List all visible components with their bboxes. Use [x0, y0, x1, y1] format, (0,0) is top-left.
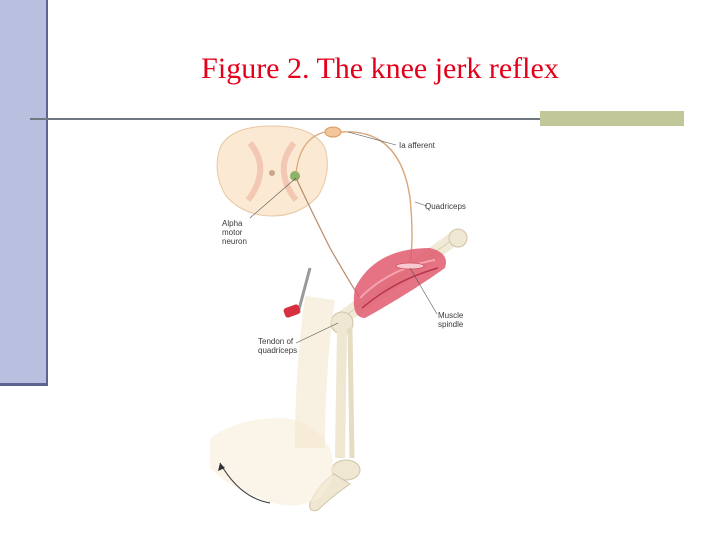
- ia-afferent-fiber: [340, 131, 413, 264]
- label-ia-afferent: Ia afferent: [399, 141, 436, 150]
- label-alpha-motor-neuron-3: neuron: [222, 237, 247, 246]
- swing-arrow: [219, 462, 271, 504]
- sidebar-decoration: [0, 0, 46, 383]
- reflex-hammer: [283, 267, 312, 318]
- label-alpha-motor-neuron-1: Alpha: [222, 219, 243, 228]
- alpha-neuron-cell-body: [290, 171, 300, 181]
- label-quadriceps: Quadriceps: [425, 202, 466, 211]
- label-muscle-spindle-2: spindle: [438, 320, 464, 329]
- dorsal-root-ganglion: [324, 126, 342, 138]
- label-tendon-1: Tendon of: [258, 337, 294, 346]
- sidebar-edge: [46, 0, 48, 386]
- spinal-cord-section: [216, 125, 328, 217]
- divider-accent-box: [540, 111, 684, 126]
- label-alpha-motor-neuron-2: motor: [222, 228, 243, 237]
- slide-title: Figure 2. The knee jerk reflex: [201, 52, 559, 85]
- label-tendon-2: quadriceps: [258, 346, 297, 355]
- efferent-fiber: [295, 177, 361, 299]
- sidebar-bottom-edge: [0, 383, 48, 386]
- knee-jerk-reflex-diagram: Ia afferent Quadriceps Alpha motor neuro…: [210, 125, 468, 512]
- label-muscle-spindle-1: Muscle: [438, 311, 464, 320]
- muscle-spindle: [395, 262, 425, 270]
- title-divider: [30, 118, 540, 120]
